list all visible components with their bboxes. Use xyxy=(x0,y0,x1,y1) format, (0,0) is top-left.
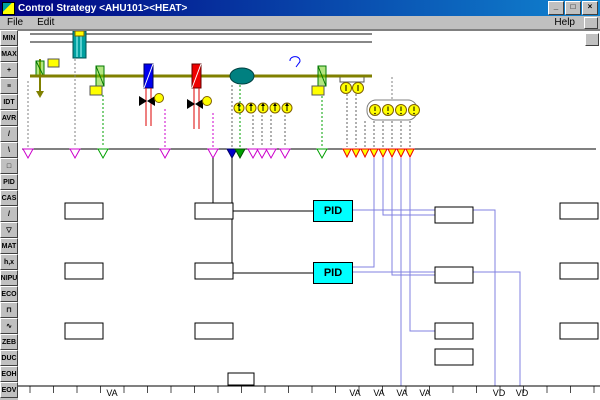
tool-ramp-button[interactable]: / xyxy=(0,206,18,222)
terminal-label-vd: VD xyxy=(492,388,506,398)
alarm-triangles[interactable] xyxy=(342,148,415,159)
io-block xyxy=(64,262,104,280)
terminal-label-va: VA xyxy=(396,388,408,398)
heating-valve-icon[interactable] xyxy=(187,96,212,110)
tool-idt-button[interactable]: IDT xyxy=(0,94,18,110)
io-block xyxy=(194,202,234,220)
damper-icon-2[interactable] xyxy=(311,65,327,96)
io-block xyxy=(434,348,474,366)
canvas-corner-button[interactable] xyxy=(585,33,599,46)
tool-delta-button[interactable]: ▽ xyxy=(0,222,18,238)
tool-pid-button[interactable]: PID xyxy=(0,174,18,190)
tool-pulse-button[interactable]: ⊓ xyxy=(0,302,18,318)
terminal-label-va: VA xyxy=(419,388,431,398)
tool-plus-button[interactable]: + xyxy=(0,62,18,78)
tool-block-button[interactable]: □ xyxy=(0,158,18,174)
supply-fan-icon[interactable] xyxy=(229,67,255,85)
menu-right: Help xyxy=(547,17,582,28)
io-block xyxy=(559,262,599,280)
tool-cas-button[interactable]: CAS xyxy=(0,190,18,206)
tool-mat-button[interactable]: MAT xyxy=(0,238,18,254)
tool-curve-down-button[interactable]: \ xyxy=(0,142,18,158)
tool-max-button[interactable]: MAX xyxy=(0,46,18,62)
menu-edit[interactable]: Edit xyxy=(37,17,55,28)
tool-eco-button[interactable]: ECO xyxy=(0,286,18,302)
io-block xyxy=(559,202,599,220)
tool-nipu-button[interactable]: NIPU xyxy=(0,270,18,286)
child-window-close-button[interactable] xyxy=(584,16,598,29)
maximize-button[interactable]: □ xyxy=(565,1,581,15)
signal-drop-lines xyxy=(27,59,411,147)
input-triangles[interactable] xyxy=(22,148,328,160)
temp-sensor-icon[interactable] xyxy=(289,56,301,68)
io-block xyxy=(434,266,474,284)
cooling-coil-icon[interactable] xyxy=(143,63,154,126)
title-bar[interactable]: Control Strategy <AHU101><HEAT> _ □ × xyxy=(0,0,600,16)
io-block xyxy=(434,322,474,340)
pid-block-1[interactable]: PID xyxy=(313,200,353,222)
tool-zeb-button[interactable]: ZEB xyxy=(0,334,18,350)
minimize-button[interactable]: _ xyxy=(548,1,564,15)
terminal-label-vd: VD xyxy=(515,388,529,398)
io-block xyxy=(64,322,104,340)
cooling-valve-icon[interactable] xyxy=(139,93,164,107)
io-blocks[interactable] xyxy=(64,202,599,386)
tool-wave-button[interactable]: ∿ xyxy=(0,318,18,334)
exhaust-damper-icon[interactable] xyxy=(35,58,60,98)
heating-coil-icon[interactable] xyxy=(191,63,202,129)
alarm-block-icons[interactable] xyxy=(366,77,420,121)
menu-file[interactable]: File xyxy=(7,17,24,28)
terminal-label-va: VA xyxy=(373,388,385,398)
app-icon xyxy=(2,1,15,15)
sensor-icons-row[interactable] xyxy=(233,102,293,114)
menu-help[interactable]: Help xyxy=(554,17,575,28)
menu-left: File Edit xyxy=(0,17,61,28)
io-block xyxy=(194,322,234,340)
pressure-sensor-icons[interactable] xyxy=(339,77,365,94)
terminal-label-va: VA xyxy=(349,388,361,398)
close-button[interactable]: × xyxy=(582,1,598,15)
terminal-label-va: VA xyxy=(106,388,118,398)
io-block xyxy=(64,202,104,220)
menu-bar: File Edit Help xyxy=(0,16,600,30)
tool-eov-button[interactable]: EOV xyxy=(0,382,18,398)
io-block xyxy=(227,372,255,386)
tool-limit-button[interactable]: ≡ xyxy=(0,78,18,94)
io-block xyxy=(194,262,234,280)
terminal-strip xyxy=(18,385,600,393)
io-block xyxy=(559,322,599,340)
tool-curve-up-button[interactable]: / xyxy=(0,126,18,142)
tool-duc-button[interactable]: DUC xyxy=(0,350,18,366)
tool-min-button[interactable]: MIN xyxy=(0,30,18,46)
tool-hx-button[interactable]: h,x xyxy=(0,254,18,270)
pid-block-2[interactable]: PID xyxy=(313,262,353,284)
drawing-canvas[interactable]: PID PID VA VA VA VA VA VD VD xyxy=(18,30,600,400)
tool-eoh-button[interactable]: EOH xyxy=(0,366,18,382)
tool-avr-button[interactable]: AVR xyxy=(0,110,18,126)
top-duct-lines xyxy=(30,33,372,43)
heat-recovery-wheel-icon[interactable] xyxy=(72,31,87,59)
damper-icon[interactable] xyxy=(89,65,105,96)
schematic-svg xyxy=(18,31,600,393)
io-block xyxy=(434,206,474,224)
signal-wires-purple xyxy=(353,158,521,386)
window-title: Control Strategy <AHU101><HEAT> xyxy=(18,2,188,14)
